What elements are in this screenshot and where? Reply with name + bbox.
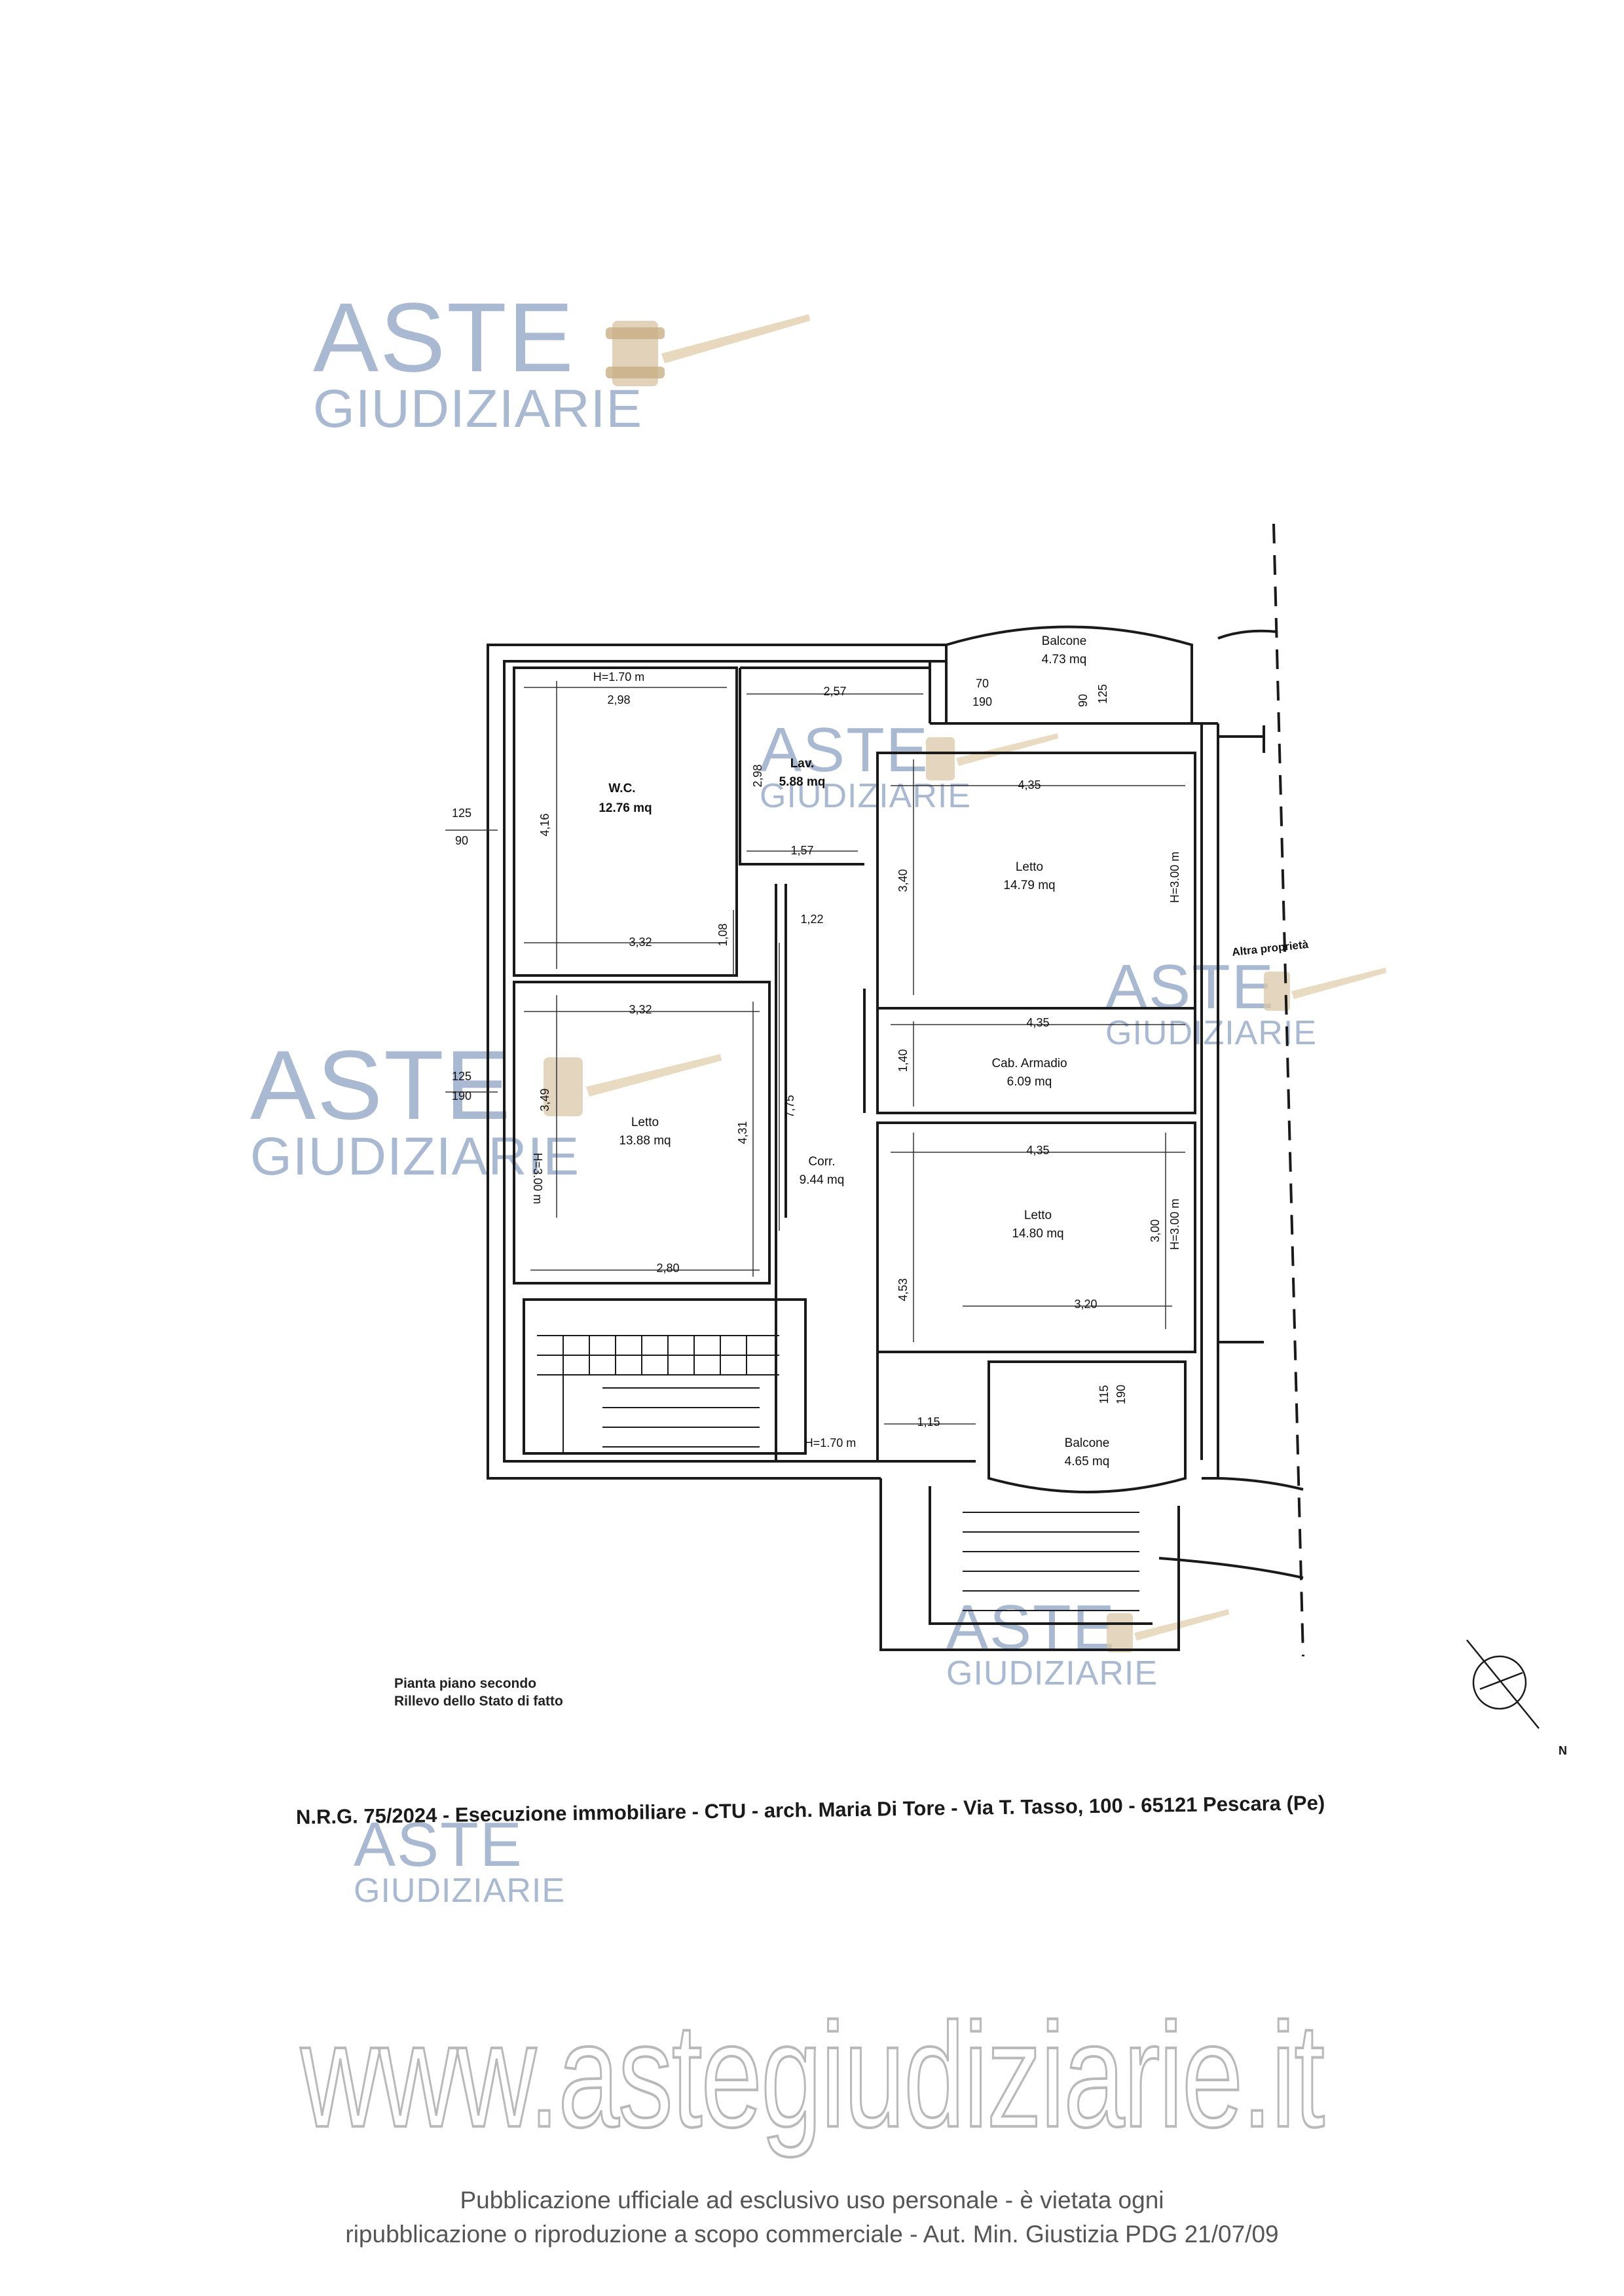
closet — [876, 1007, 1196, 1114]
room-lav-name: Lav. — [790, 757, 815, 771]
dim-label: H=3.00 m — [1168, 852, 1181, 903]
dim-label: 190 — [1115, 1385, 1128, 1404]
dim-label: 1,57 — [790, 844, 813, 857]
dim-label: 190 — [452, 1089, 471, 1102]
dim-label: 1,08 — [716, 923, 729, 946]
dim-label: 3,20 — [1074, 1298, 1097, 1311]
property-line — [1272, 523, 1304, 1657]
dim-label: 70 — [976, 677, 989, 690]
dim-label: H=1.70 m — [805, 1436, 857, 1449]
room-wc-area: 12.76 mq — [599, 801, 652, 815]
dim-label: 3,32 — [629, 1003, 652, 1016]
dim-label: H=1.70 m — [593, 670, 645, 683]
dim-label: 115 — [1098, 1385, 1111, 1404]
dim-label: 4,16 — [538, 813, 551, 836]
notice-line1: Pubblicazione ufficiale ad esclusivo uso… — [460, 2187, 1164, 2214]
watermark-line2: GIUDIZIARIE — [313, 379, 643, 439]
north-label: N — [1559, 1744, 1567, 1757]
gavel-logo-icon — [606, 314, 810, 386]
bedroom-2 — [513, 981, 771, 1285]
watermark-footer: ASTE GIUDIZIARIE — [354, 1810, 566, 1910]
room-balcony-top-name: Balcone — [1042, 634, 1087, 648]
room-closet-area: 6.09 mq — [1007, 1075, 1052, 1089]
dim-label: 3,32 — [629, 936, 652, 949]
watermark-left: ASTE GIUDIZIARIE — [250, 1030, 580, 1186]
dim-label: 4,53 — [896, 1278, 910, 1301]
dim-label: 4,35 — [1026, 1016, 1049, 1029]
room-corridor-area: 9.44 mq — [800, 1173, 845, 1187]
dim-label: 2,57 — [823, 685, 846, 698]
dim-label: 4,35 — [1026, 1144, 1049, 1157]
room-balcony-bottom-name: Balcone — [1065, 1436, 1110, 1450]
dim-label: 1,40 — [896, 1049, 910, 1072]
dim-label: 2,98 — [607, 693, 630, 706]
dim-label: 3,00 — [1149, 1219, 1162, 1242]
balcony-top-outline — [946, 625, 1193, 723]
dim-label: 125 — [1096, 684, 1109, 704]
wc-room — [513, 666, 738, 977]
dim-label: 125 — [452, 1070, 471, 1083]
dim-label: 1,15 — [917, 1415, 940, 1429]
dim-label: 125 — [452, 807, 471, 820]
other-property-label: Altra proprietà — [1231, 938, 1309, 958]
dim-label: 2,80 — [656, 1262, 679, 1275]
watermark-line1: ASTE — [313, 282, 575, 392]
room-lav-area: 5.88 mq — [779, 775, 826, 789]
gavel-logo-icon — [1264, 968, 1386, 1011]
room-closet-name: Cab. Armadio — [991, 1057, 1067, 1070]
gavel-logo-icon — [926, 733, 1058, 780]
balcony-bottom-outline — [987, 1360, 1187, 1493]
dim-label: 2,98 — [751, 764, 764, 787]
dim-label: 90 — [455, 834, 468, 847]
website-watermark: www.astegiudiziarie.it — [299, 1991, 1325, 2160]
room-bed2-area: 13.88 mq — [619, 1134, 671, 1148]
dim-label: H=3.00 m — [531, 1153, 544, 1205]
north-arrow-icon — [1466, 1639, 1540, 1729]
room-bed1-name: Letto — [1016, 860, 1043, 874]
dim-label: 4,35 — [1018, 778, 1041, 792]
room-corridor-name: Corr. — [808, 1155, 835, 1169]
notice-line2: ripubblicazione o riproduzione a scopo c… — [345, 2221, 1279, 2248]
dim-label: 4,31 — [736, 1121, 749, 1144]
plan-caption: Pianta piano secondo Rillevo dello Stato… — [394, 1675, 563, 1710]
watermark-mid: ASTE GIUDIZIARIE — [760, 715, 972, 815]
caption-line1: Pianta piano secondo — [394, 1676, 537, 1691]
room-bed3-area: 14.80 mq — [1012, 1227, 1063, 1241]
outer-wall-inner-left — [503, 660, 946, 1463]
stair-area — [523, 1298, 807, 1455]
room-bed2-name: Letto — [631, 1116, 659, 1129]
gavel-logo-icon — [544, 1054, 722, 1116]
dim-label: 190 — [972, 695, 992, 708]
dim-label: 7,75 — [783, 1095, 796, 1118]
room-bed3-name: Letto — [1024, 1209, 1052, 1222]
room-wc-name: W.C. — [608, 782, 635, 795]
watermark-top: ASTE GIUDIZIARIE — [313, 288, 642, 436]
watermark-bottom: ASTE GIUDIZIARIE — [946, 1592, 1158, 1692]
caption-line2: Rillevo dello Stato di fatto — [394, 1694, 563, 1709]
publication-notice: Pubblicazione ufficiale ad esclusivo uso… — [0, 2183, 1624, 2251]
room-bed1-area: 14.79 mq — [1003, 879, 1055, 892]
room-balcony-top-area: 4.73 mq — [1042, 653, 1087, 666]
outer-wall-left — [487, 644, 946, 1480]
dim-label: H=3.00 m — [1168, 1199, 1181, 1250]
dim-label: 3,49 — [538, 1088, 551, 1111]
dim-label: 90 — [1077, 694, 1090, 707]
dim-label: 3,40 — [896, 869, 910, 892]
dim-label: 1,22 — [800, 913, 823, 926]
room-balcony-bottom-area: 4.65 mq — [1065, 1455, 1110, 1468]
